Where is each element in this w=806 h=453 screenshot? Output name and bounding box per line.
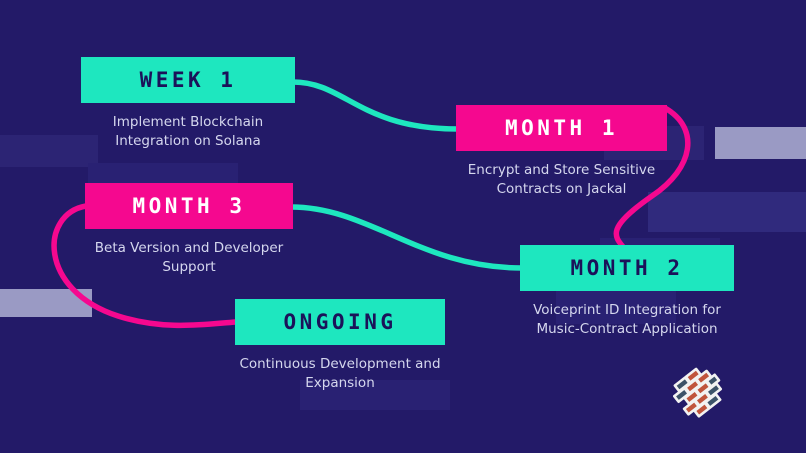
milestone-month-1[interactable]: MONTH 1 Encrypt and Store Sensitive Cont… [456, 105, 667, 199]
connector-week1-to-month1 [290, 79, 461, 132]
milestone-week-1[interactable]: WEEK 1 Implement Blockchain Integration … [81, 57, 295, 151]
milestone-description-month-3: Beta Version and Developer Support [94, 240, 284, 276]
brick-diamond-logo [673, 367, 723, 418]
milestone-month-3[interactable]: MONTH 3 Beta Version and Developer Suppo… [85, 183, 293, 277]
connector-month1-to-month2 [613, 105, 691, 251]
connector-month3-to-ongoing [51, 203, 239, 329]
milestone-label-ongoing: ONGOING [235, 299, 445, 345]
milestone-label-week-1: WEEK 1 [81, 57, 295, 103]
milestone-month-2[interactable]: MONTH 2 Voiceprint ID Integration for Mu… [520, 245, 734, 339]
milestone-label-month-1: MONTH 1 [456, 105, 667, 151]
milestone-ongoing[interactable]: ONGOING Continuous Development and Expan… [235, 299, 445, 393]
milestone-label-month-3: MONTH 3 [85, 183, 293, 229]
connector-month3-to-month2 [288, 204, 525, 271]
milestone-description-ongoing: Continuous Development and Expansion [239, 356, 441, 392]
milestone-description-month-1: Encrypt and Store Sensitive Contracts on… [467, 162, 656, 198]
milestone-description-week-1: Implement Blockchain Integration on Sola… [112, 114, 264, 150]
milestone-label-month-2: MONTH 2 [520, 245, 734, 291]
milestone-description-month-2: Voiceprint ID Integration for Music-Cont… [533, 302, 721, 338]
